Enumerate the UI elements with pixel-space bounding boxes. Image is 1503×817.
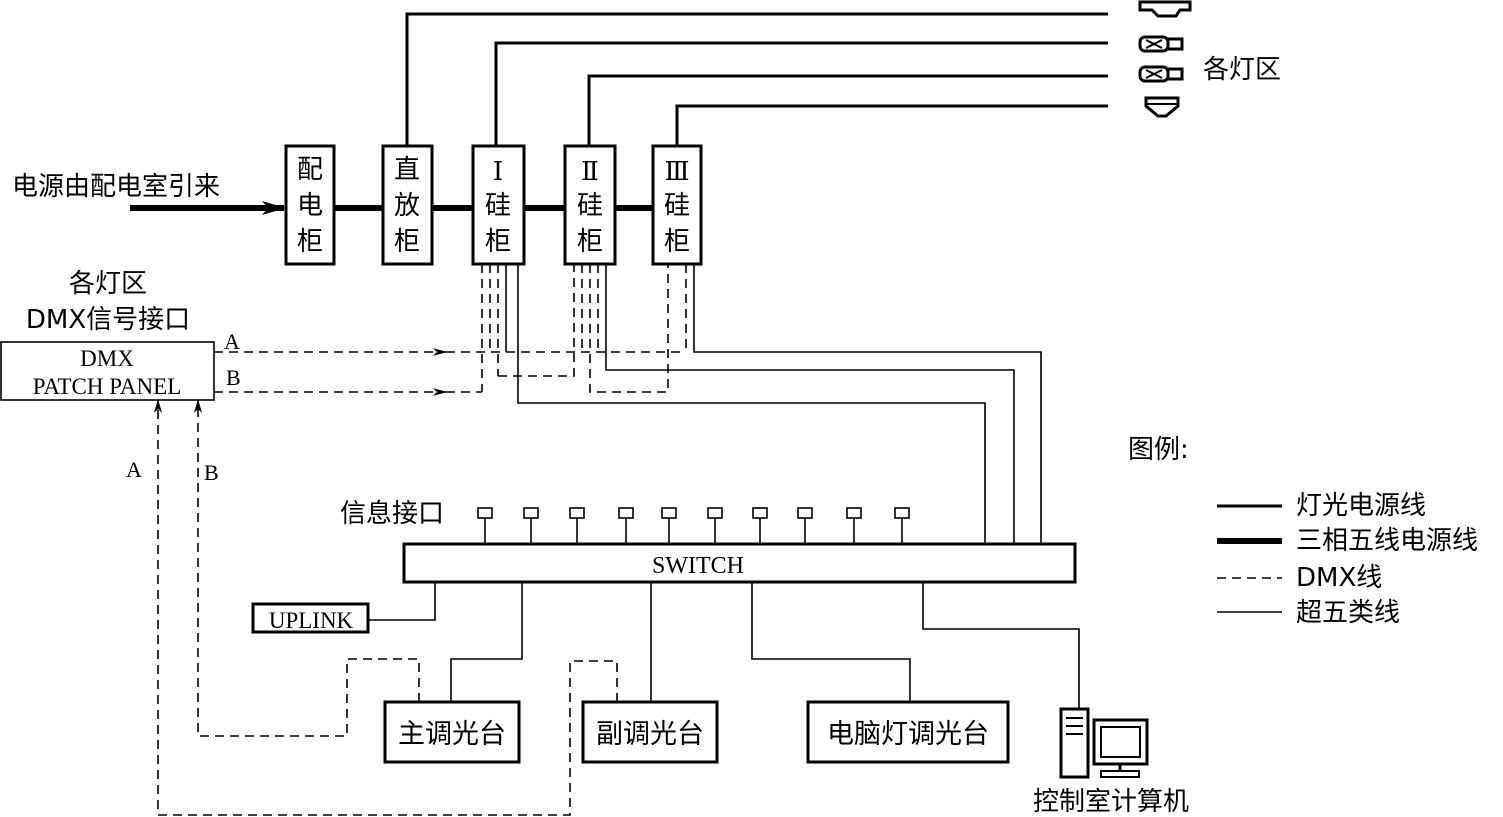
svg-text:DMX线: DMX线: [1296, 563, 1382, 593]
svg-text:副调光台: 副调光台: [596, 719, 704, 750]
legend-item-three-phase-power: 三相五线电源线: [1217, 526, 1478, 556]
info-port: [707, 507, 723, 544]
par-light-icon: [1144, 96, 1180, 118]
info-port: [523, 507, 539, 544]
info-ports: [477, 507, 910, 544]
svg-text:放: 放: [394, 191, 420, 221]
info-port: [846, 507, 862, 544]
port-a-label-vertical: A: [126, 457, 142, 482]
silicon-cabinet-1: Ⅰ 硅 柜: [471, 144, 526, 266]
dmx-interface-title-line1: 各灯区: [69, 269, 147, 299]
legend-title: 图例:: [1128, 435, 1189, 465]
svg-text:Ⅱ: Ⅱ: [581, 157, 599, 186]
svg-text:SWITCH: SWITCH: [652, 553, 744, 579]
port-b-label: B: [226, 365, 241, 390]
light-zone-label: 各灯区: [1203, 55, 1281, 85]
uplink-port: UPLINK: [251, 602, 370, 634]
svg-text:主调光台: 主调光台: [398, 719, 506, 750]
info-port: [894, 507, 910, 544]
svg-text:柜: 柜: [394, 227, 420, 257]
port-a-label: A: [224, 329, 240, 354]
svg-text:硅: 硅: [577, 191, 603, 221]
legend-item-dmx-line: DMX线: [1217, 563, 1382, 593]
computer-icon: [1059, 707, 1149, 779]
info-port: [477, 507, 493, 544]
info-port: [661, 507, 677, 544]
svg-text:电: 电: [297, 191, 323, 221]
svg-text:柜: 柜: [664, 227, 690, 257]
main-lighting-console: 主调光台: [383, 700, 521, 764]
svg-text:硅: 硅: [485, 191, 511, 221]
svg-text:UPLINK: UPLINK: [269, 608, 354, 633]
svg-text:柜: 柜: [297, 227, 323, 257]
uplink-line: [368, 582, 436, 621]
legend-item-cat5e-line: 超五类线: [1217, 598, 1400, 628]
svg-text:超五类线: 超五类线: [1296, 598, 1400, 628]
control-room-label: 控制室计算机: [1033, 787, 1189, 817]
direct-cabinet: 直 放 柜: [381, 144, 434, 266]
svg-text:PATCH PANEL: PATCH PANEL: [33, 374, 182, 399]
sub-lighting-console: 副调光台: [581, 700, 719, 764]
svg-text:三相五线电源线: 三相五线电源线: [1296, 526, 1478, 556]
svg-text:灯光电源线: 灯光电源线: [1296, 491, 1426, 521]
port-b-label-vertical: B: [204, 460, 219, 485]
svg-text:直: 直: [394, 155, 420, 185]
distribution-cabinet: 配 电 柜: [284, 144, 336, 266]
info-port-label: 信息接口: [340, 499, 444, 529]
cat5-console-lines: [450, 582, 1080, 708]
dmx-interface-title-line2: DMX信号接口: [26, 305, 190, 335]
svg-text:柜: 柜: [577, 227, 603, 257]
svg-text:Ⅲ: Ⅲ: [664, 157, 689, 186]
network-switch: SWITCH: [402, 542, 1077, 584]
svg-text:电脑灯调光台: 电脑灯调光台: [827, 719, 989, 750]
spotlight-icon: [1138, 35, 1184, 53]
cat5-cabinet-lines: [505, 264, 1042, 544]
dmx-patch-panel: DMX PATCH PANEL: [0, 341, 215, 401]
info-port: [569, 507, 585, 544]
svg-text:DMX: DMX: [80, 346, 134, 371]
luminaire-icons: [1138, 0, 1192, 118]
legend-item-lighting-power: 灯光电源线: [1217, 491, 1426, 521]
info-port: [797, 507, 813, 544]
info-port: [618, 507, 634, 544]
spotlight-icon: [1138, 65, 1184, 83]
dmx-lines: [154, 264, 687, 816]
legend: 图例: 灯光电源线 三相五线电源线 DMX线 超五类线: [1128, 435, 1478, 628]
power-source-label: 电源由配电室引来: [12, 172, 220, 202]
svg-text:柜: 柜: [485, 227, 511, 257]
svg-text:Ⅰ: Ⅰ: [493, 157, 503, 186]
power-input-arrow: [262, 201, 286, 215]
info-port: [752, 507, 768, 544]
svg-text:硅: 硅: [664, 191, 690, 221]
floodlight-icon: [1138, 0, 1192, 18]
lighting-power-lines: [405, 12, 1108, 146]
silicon-cabinet-3: Ⅲ 硅 柜: [651, 144, 703, 266]
svg-text:配: 配: [297, 155, 323, 185]
moving-light-console: 电脑灯调光台: [806, 700, 1010, 764]
silicon-cabinet-2: Ⅱ 硅 柜: [563, 144, 617, 266]
